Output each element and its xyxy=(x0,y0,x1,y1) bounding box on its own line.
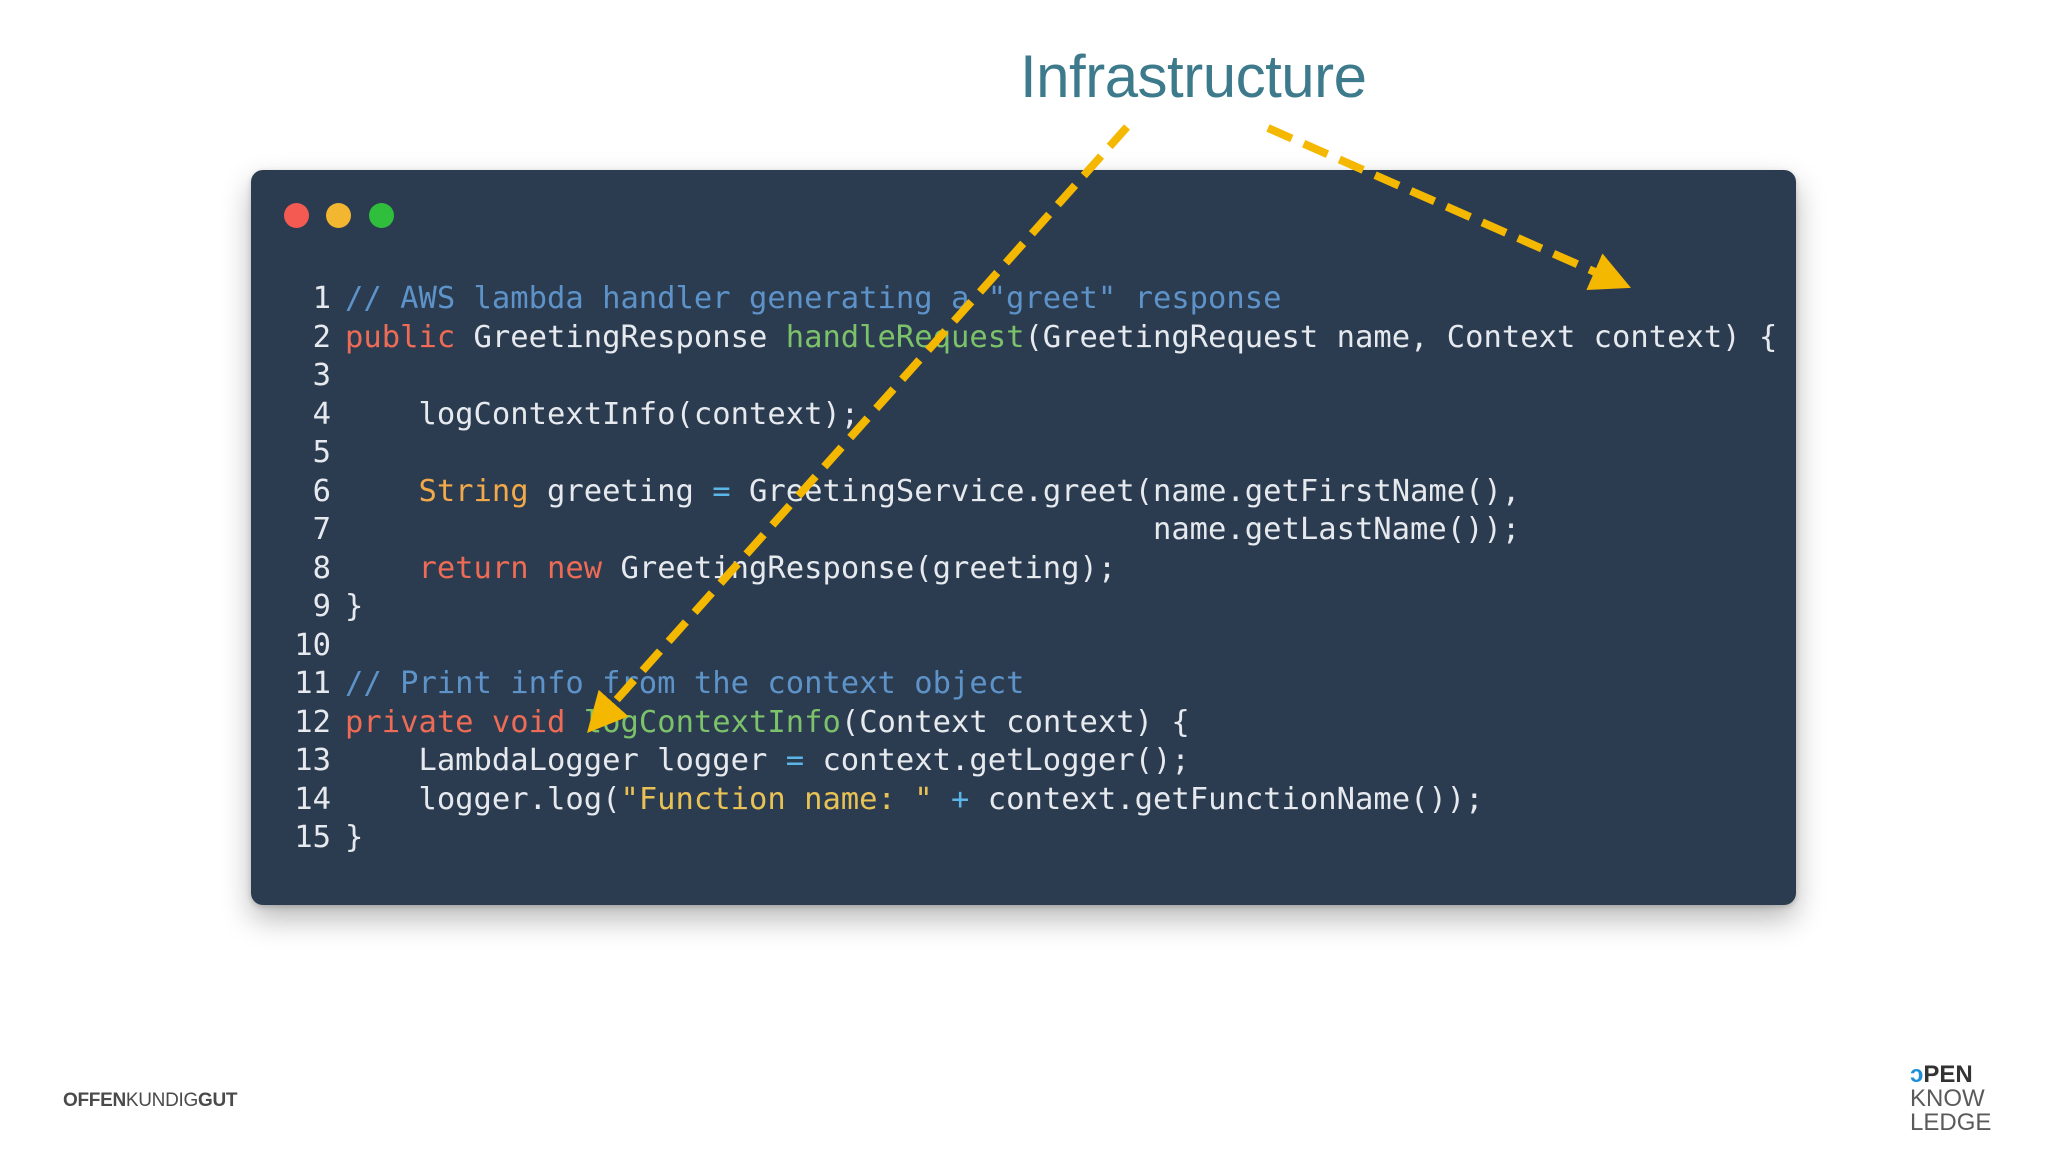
code-token: logger.log( xyxy=(345,781,621,817)
code-token: private xyxy=(345,704,474,740)
code-text: } xyxy=(345,819,363,858)
code-line: 7 name.getLastName()); xyxy=(251,511,1777,550)
code-token xyxy=(345,551,418,586)
code-token: = xyxy=(712,473,731,509)
line-number: 7 xyxy=(312,512,331,547)
line-number: 5 xyxy=(312,435,331,470)
open-circle-icon: ↄ xyxy=(1910,1061,1924,1088)
code-token: public xyxy=(345,319,456,355)
code-text: private void logContextInfo(Context cont… xyxy=(345,704,1190,743)
code-line: 1 // AWS lambda handler generating a "gre… xyxy=(251,280,1777,319)
maximize-window-button[interactable] xyxy=(369,203,394,228)
slide-headline: Infrastructure xyxy=(1020,43,1367,110)
code-line: 2 public GreetingResponse handleRequest(G… xyxy=(251,319,1778,358)
code-token: handleRequest xyxy=(785,319,1025,355)
line-number: 2 xyxy=(312,319,331,355)
code-token: } xyxy=(345,820,364,855)
code-token: (Context context) { xyxy=(840,704,1190,740)
line-number: 9 xyxy=(312,589,331,624)
code-token: = xyxy=(785,743,805,778)
code-token xyxy=(345,474,418,509)
code-token: GreetingService.greet(name.getFirstName(… xyxy=(730,473,1521,509)
offenkundiggut-logo: OFFENKUNDIGGUT xyxy=(63,1090,238,1111)
code-line: 5 xyxy=(251,434,1777,473)
code-text: // AWS lambda handler generating a "gree… xyxy=(345,280,1282,319)
code-token: + xyxy=(951,781,970,817)
code-token: return xyxy=(418,550,529,586)
code-token: } xyxy=(345,589,364,624)
code-text: name.getLastName()); xyxy=(345,511,1520,550)
code-token: LambdaLogger logger xyxy=(345,743,786,778)
code-line: 6 String greeting = GreetingService.gree… xyxy=(251,473,1777,512)
code-token: (GreetingRequest name, Context context) … xyxy=(1024,319,1778,355)
line-number: 1 xyxy=(312,281,331,316)
code-line: 9} xyxy=(251,588,1777,627)
code-token: String xyxy=(418,473,529,509)
line-number: 6 xyxy=(312,473,331,509)
code-editor-window: 1 // AWS lambda handler generating a "gre… xyxy=(251,170,1796,905)
code-text: public GreetingResponse handleRequest(Gr… xyxy=(345,319,1777,358)
line-number: 12 xyxy=(294,704,331,740)
code-line: 12 private void logContextInfo(Context co… xyxy=(251,704,1777,743)
code-text: } xyxy=(345,588,363,627)
code-token: GreetingResponse xyxy=(455,319,786,355)
code-line: 13 LambdaLogger logger = context.getLogg… xyxy=(251,742,1777,781)
line-number: 13 xyxy=(294,743,331,778)
code-line: 14 logger.log("Function name: " + contex… xyxy=(251,781,1777,820)
line-number: 10 xyxy=(294,627,331,663)
code-token: // Print info from the context object xyxy=(345,666,1025,701)
code-token: void xyxy=(491,704,566,740)
code-line: 15} xyxy=(251,819,1777,858)
line-number: 14 xyxy=(294,781,331,817)
code-token: // AWS lambda handler generating a "gree… xyxy=(345,281,1282,316)
code-token: "Function name: " xyxy=(620,781,933,817)
code-token xyxy=(933,782,951,817)
code-line: 11 // Print info from the context object xyxy=(251,665,1777,704)
line-number: 11 xyxy=(294,666,331,701)
close-window-button[interactable] xyxy=(284,203,309,228)
code-line: 3 xyxy=(251,357,1777,396)
code-text: LambdaLogger logger = context.getLogger(… xyxy=(345,742,1190,781)
code-token xyxy=(474,705,492,740)
code-token: logContextInfo(context); xyxy=(345,396,860,432)
line-number: 4 xyxy=(312,396,331,432)
code-block: 1 // AWS lambda handler generating a "gre… xyxy=(251,280,1777,858)
code-token xyxy=(529,551,547,586)
minimize-window-button[interactable] xyxy=(326,203,351,228)
line-number: 3 xyxy=(312,358,331,393)
code-text: String greeting = GreetingService.greet(… xyxy=(345,473,1520,512)
line-number: 15 xyxy=(294,820,331,855)
code-token: GreetingResponse(greeting); xyxy=(602,550,1117,586)
code-token: context.getFunctionName()); xyxy=(969,781,1484,817)
code-token: context.getLogger(); xyxy=(804,743,1190,778)
openknowledge-logo: ↄPEN KNOW LEDGE xyxy=(1910,1061,1992,1136)
code-line: 4 logContextInfo(context); xyxy=(251,396,1777,435)
line-number: 8 xyxy=(312,550,331,586)
code-token: logContextInfo xyxy=(583,704,841,740)
code-token xyxy=(565,705,583,740)
code-line: 8 return new GreetingResponse(greeting); xyxy=(251,550,1777,589)
code-token: greeting xyxy=(528,473,713,509)
code-text: return new GreetingResponse(greeting); xyxy=(345,550,1116,589)
code-text: logger.log("Function name: " + context.g… xyxy=(345,781,1484,820)
code-token: new xyxy=(547,550,603,586)
code-line: 10 xyxy=(251,627,1777,666)
code-token: name.getLastName()); xyxy=(345,512,1521,547)
code-text: // Print info from the context object xyxy=(345,665,1024,704)
code-text: logContextInfo(context); xyxy=(345,396,859,435)
